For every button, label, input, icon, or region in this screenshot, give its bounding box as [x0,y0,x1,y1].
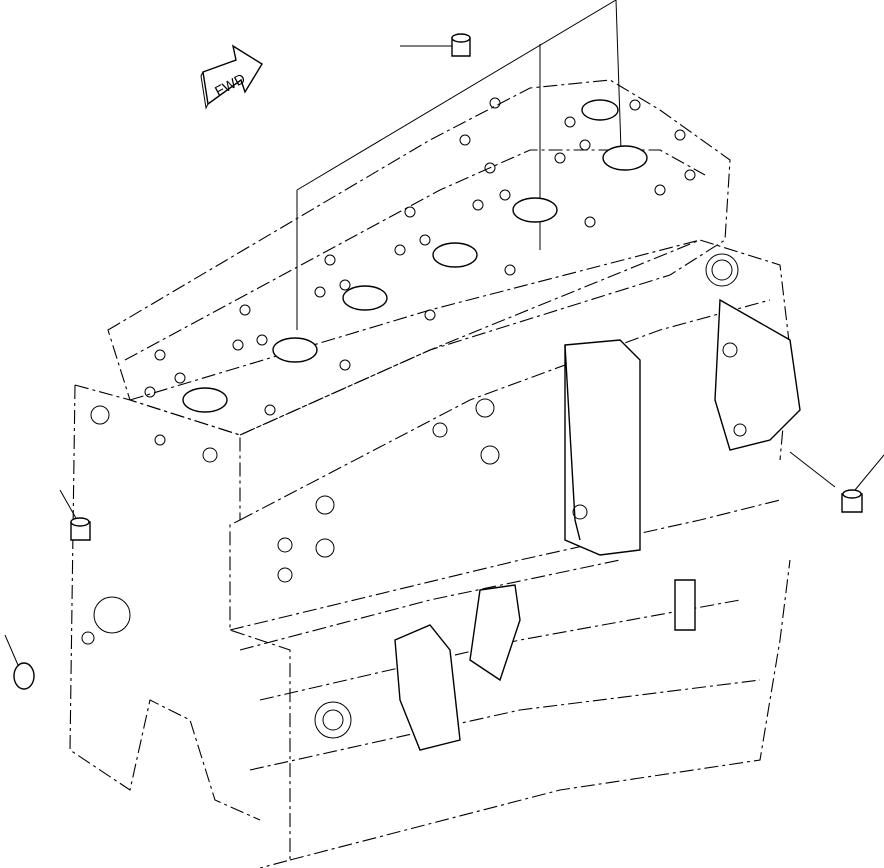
cylinder-block [70,240,800,868]
plug-left [14,663,34,689]
valve-gear [145,98,695,415]
fwd-label: FWD [212,70,248,99]
cap-nut-top [452,34,470,56]
forward-arrow-icon: FWD [201,46,262,108]
cylinder-head [108,80,730,435]
cap-nut-left [71,518,90,540]
leader-lines [5,0,884,665]
cap-nut-right [842,490,862,512]
